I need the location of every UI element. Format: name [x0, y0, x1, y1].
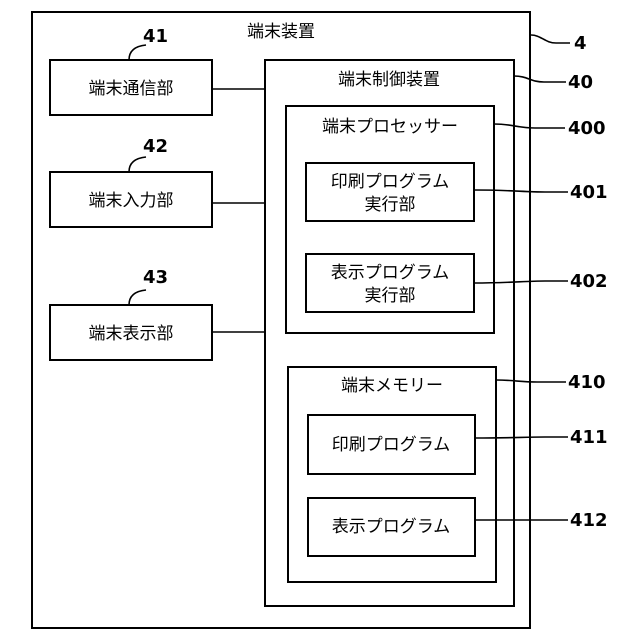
terminal-device-ref: 4 [574, 33, 587, 54]
display-program-label: 表示プログラム [332, 517, 451, 537]
print-program-executor-line1: 印刷プログラム [331, 172, 450, 192]
memory-ref: 410 [568, 372, 606, 393]
display-unit-label: 端末表示部 [89, 324, 174, 344]
processor-title: 端末プロセッサー [322, 117, 458, 137]
communication-unit-ref: 41 [143, 26, 168, 47]
print-program-label: 印刷プログラム [332, 435, 451, 455]
memory-title: 端末メモリー [341, 376, 443, 396]
display-program-ref: 412 [570, 510, 608, 531]
terminal-device-leader [531, 35, 570, 43]
display-program-executor-ref: 402 [570, 271, 608, 292]
input-unit-ref: 42 [143, 136, 168, 157]
processor-ref: 400 [568, 118, 606, 139]
print-program-executor-ref: 401 [570, 182, 608, 203]
print-program-ref: 411 [570, 427, 608, 448]
print-program-leader [475, 437, 568, 438]
display-unit-ref: 43 [143, 267, 168, 288]
control-device-ref: 40 [568, 72, 593, 93]
display-program-executor-line2: 実行部 [365, 286, 416, 306]
terminal-device-title: 端末装置 [247, 22, 315, 42]
input-unit-label: 端末入力部 [89, 191, 174, 211]
display-program-executor-line1: 表示プログラム [331, 263, 450, 283]
print-program-executor-line2: 実行部 [365, 195, 416, 215]
control-device-title: 端末制御装置 [338, 70, 440, 90]
communication-unit-label: 端末通信部 [89, 79, 174, 99]
